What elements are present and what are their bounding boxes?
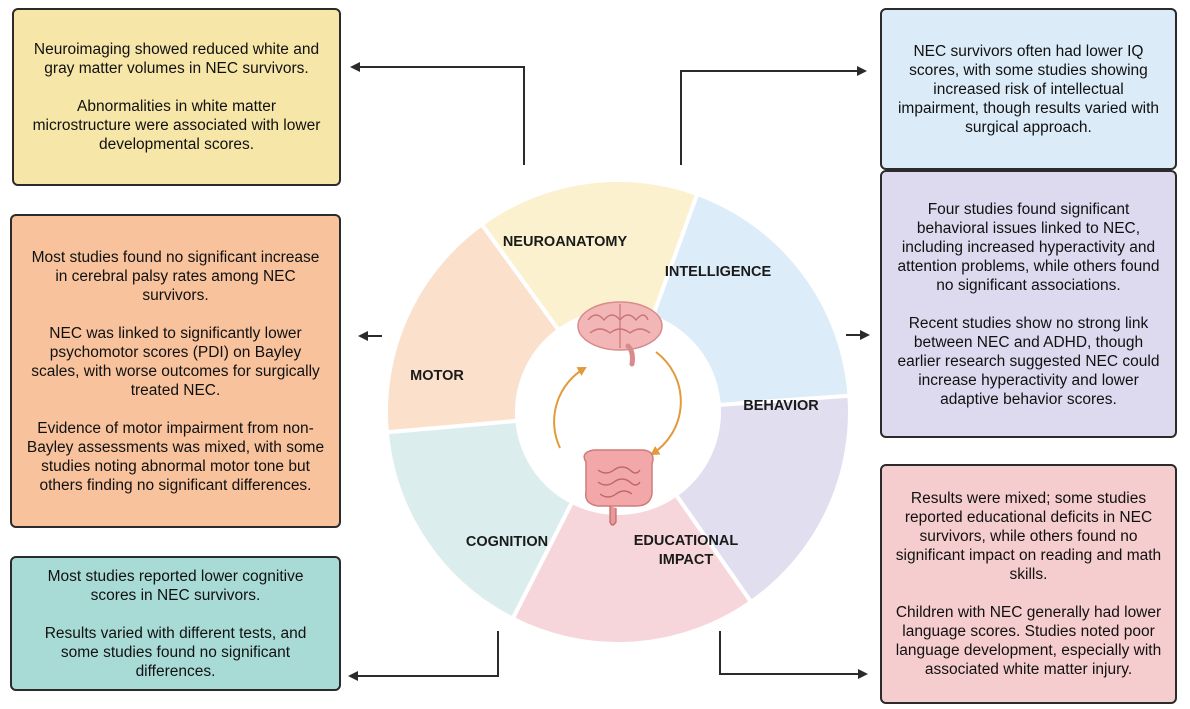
educational-box: Results were mixed; some studies reporte… (880, 464, 1177, 704)
cycle-arrow-up (553, 366, 587, 449)
arrow-cognition (348, 631, 499, 681)
wheel-center (515, 309, 721, 515)
wheel-segments (384, 178, 852, 646)
intestine-icon (583, 449, 654, 526)
intelligence-text-1: NEC survivors often had lower IQ scores,… (897, 42, 1160, 136)
behavior-text-2: Recent studies show no strong link betwe… (897, 314, 1160, 408)
label-intelligence: INTELLIGENCE (665, 264, 772, 280)
label-behavior: BEHAVIOR (743, 398, 819, 414)
cognition-box: Most studies reported lower cognitive sc… (10, 556, 341, 691)
behavior-box: Four studies found significant behaviora… (880, 170, 1177, 438)
brain-icon (577, 301, 663, 367)
educational-text-2: Children with NEC generally had lower la… (895, 604, 1162, 678)
motor-text-1: Most studies found no significant increa… (31, 248, 320, 304)
arrow-educational (719, 631, 868, 679)
cognition-text-2: Results varied with different tests, and… (44, 624, 307, 680)
motor-text-2: NEC was linked to significantly lower ps… (31, 324, 320, 399)
neuroanatomy-box: Neuroimaging showed reduced white and gr… (12, 8, 341, 186)
neuroanatomy-text-1: Neuroimaging showed reduced white and gr… (33, 41, 320, 77)
motor-text-3: Evidence of motor impairment from non-Ba… (26, 419, 325, 494)
arrow-neuroanatomy (350, 62, 525, 165)
label-cognition: COGNITION (466, 534, 548, 550)
cycle-arrow-down (650, 351, 682, 456)
intelligence-box: NEC survivors often had lower IQ scores,… (880, 8, 1177, 170)
neuroanatomy-text-2: Abnormalities in white matter microstruc… (32, 98, 321, 153)
motor-box: Most studies found no significant increa… (10, 214, 341, 528)
label-educational-line2: IMPACT (659, 552, 714, 568)
arrow-intelligence (680, 66, 867, 165)
educational-text-1: Results were mixed; some studies reporte… (895, 490, 1162, 583)
label-educational-line1: EDUCATIONAL (634, 533, 739, 549)
behavior-text-1: Four studies found significant behaviora… (897, 200, 1160, 294)
cognition-text-1: Most studies reported lower cognitive sc… (47, 567, 304, 604)
label-motor: MOTOR (410, 368, 464, 384)
label-neuroanatomy: NEUROANATOMY (503, 234, 628, 250)
